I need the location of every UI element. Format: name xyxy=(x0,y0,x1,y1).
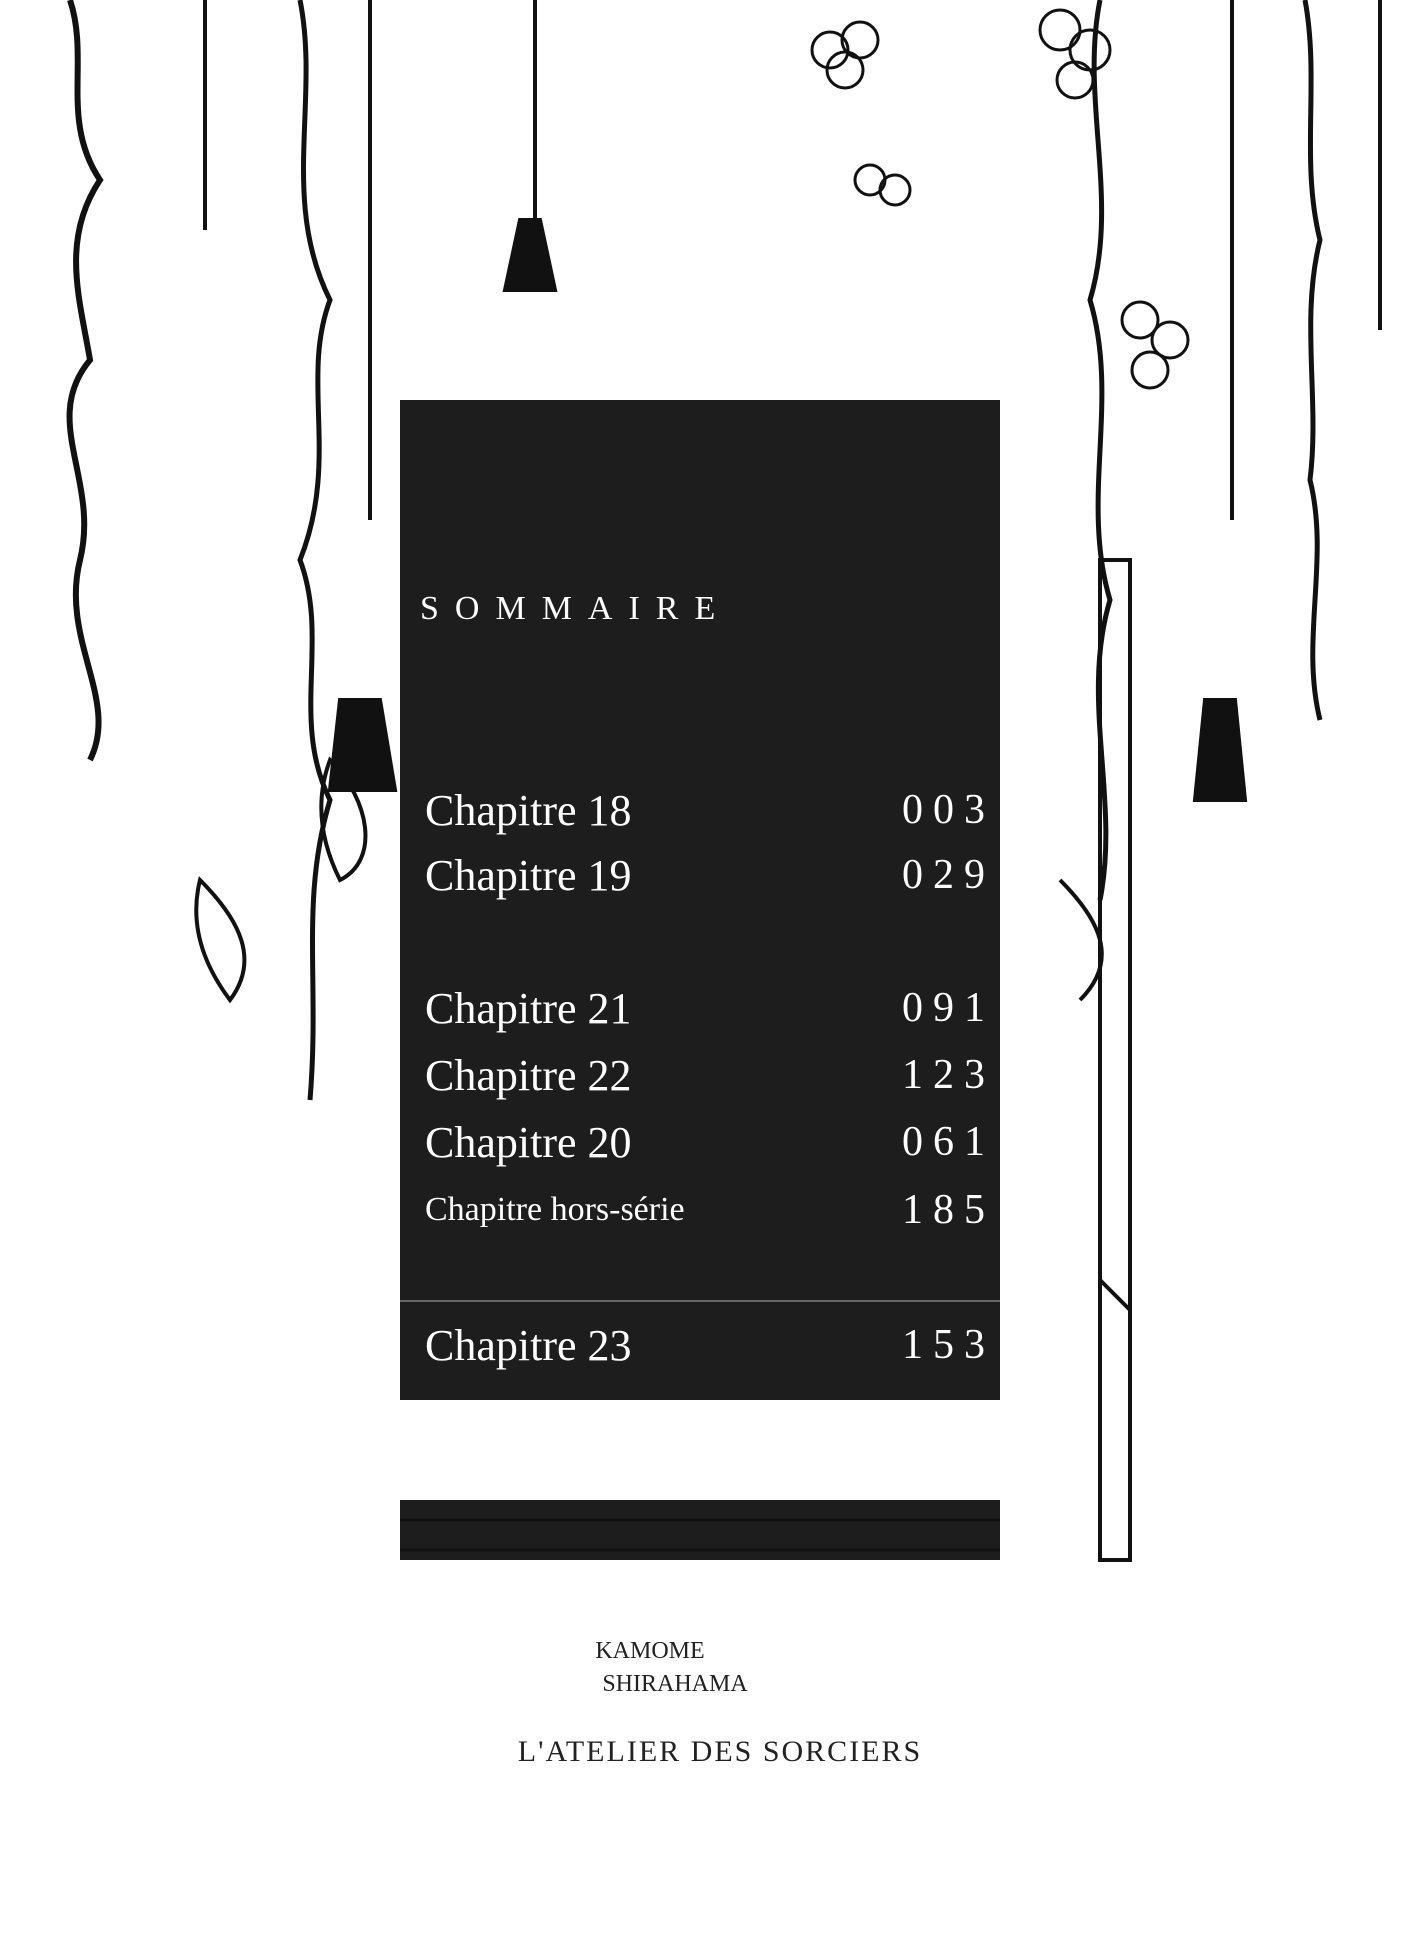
toc-entry-page: 091 xyxy=(902,985,995,1031)
toc-entry: Chapitre 23 153 xyxy=(425,1315,1005,1375)
toc-entry: Chapitre 22 123 xyxy=(425,1045,1005,1105)
toc-panel xyxy=(400,400,1000,1400)
toc-entry: Chapitre 19 029 xyxy=(425,845,1005,905)
ribbon-stroke xyxy=(66,0,104,762)
tassel-icon xyxy=(1192,698,1248,802)
author-first-name: KAMOME xyxy=(595,1638,705,1664)
tassel-icon xyxy=(502,218,558,292)
toc-entry-label: Chapitre 18 xyxy=(425,785,632,835)
toc-entry-page: 153 xyxy=(902,1322,995,1368)
leaf-shape xyxy=(319,756,368,883)
art-deco-ornament xyxy=(767,1396,802,1464)
toc-entry: Chapitre 18 003 xyxy=(425,780,1005,840)
toc-divider xyxy=(400,1300,1000,1302)
ribbon-stroke xyxy=(1058,878,1104,1002)
toc-entry-label: Chapitre 23 xyxy=(425,1320,632,1370)
ribbon-stroke xyxy=(297,0,333,1101)
toc-entry-page: 029 xyxy=(902,852,995,898)
toc-entry-page: 061 xyxy=(902,1119,995,1165)
toc-entry-label: Chapitre 19 xyxy=(425,850,632,900)
toc-entry-label: Chapitre hors-série xyxy=(425,1191,685,1228)
flower-cluster xyxy=(810,8,1190,390)
toc-entry-page: 123 xyxy=(902,1052,995,1098)
toc-entry: Chapitre hors-série 185 xyxy=(425,1180,1005,1240)
toc-title: SOMMAIRE xyxy=(420,590,732,627)
author-last-name: SHIRAHAMA xyxy=(602,1671,748,1697)
ribbon-stroke xyxy=(1302,0,1323,721)
toc-entry-label: Chapitre 22 xyxy=(425,1050,632,1100)
toc-entry: Chapitre 21 091 xyxy=(425,978,1005,1038)
toc-entry-page: 185 xyxy=(902,1187,995,1233)
outer-frame xyxy=(1098,558,1132,1562)
toc-entry-label: Chapitre 21 xyxy=(425,983,632,1033)
toc-entry-label: Chapitre 20 xyxy=(425,1117,632,1167)
frame-corner xyxy=(1098,1278,1132,1312)
toc-entry: Chapitre 20 061 xyxy=(425,1112,1005,1172)
art-deco-ornament xyxy=(598,1397,664,1463)
series-title: L'ATELIER DES SORCIERS xyxy=(517,1735,923,1768)
tassel-icon xyxy=(327,698,398,792)
toc-entry-page: 003 xyxy=(902,787,995,833)
leaf-shape xyxy=(194,876,247,1004)
